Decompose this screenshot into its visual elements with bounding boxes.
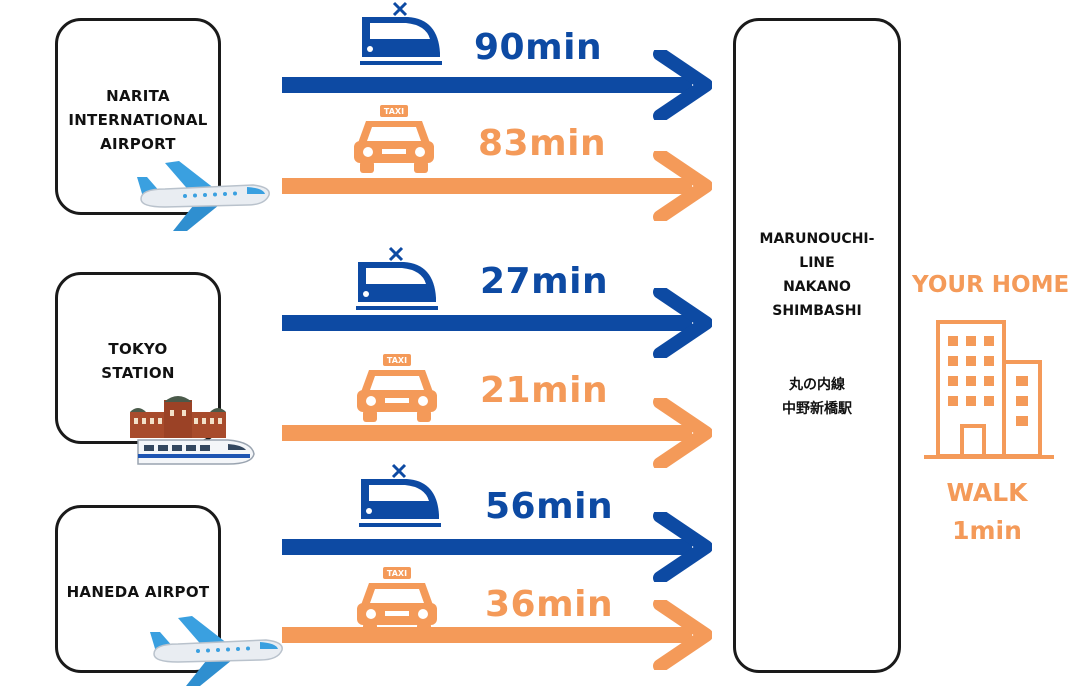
arrow-taxi-tokyo xyxy=(282,398,712,468)
destination-line-1: MARUNOUCHI- xyxy=(759,231,875,247)
destination-line-3: NAKANO xyxy=(783,279,851,295)
destination-jp-line-2: 中野新橋駅 xyxy=(782,401,852,417)
arrow-train-narita xyxy=(282,50,712,120)
origin-narita-label-1: NARITA xyxy=(106,87,170,105)
route-time: 56min xyxy=(485,486,614,527)
airplane-icon xyxy=(150,616,283,686)
walk-label: WALK xyxy=(946,478,1028,507)
arrow-train-tokyo xyxy=(282,288,712,358)
taxi-sign-label: TAXI xyxy=(384,107,404,116)
route-time: 21min xyxy=(480,370,609,411)
train-icon xyxy=(359,463,441,527)
destination-station-box: MARUNOUCHI- LINE NAKANO SHIMBASHI 丸の内線 中… xyxy=(733,18,901,673)
route-time: 36min xyxy=(485,584,614,625)
origin-tokyo-label-2: STATION xyxy=(101,364,175,382)
origin-haneda-box: HANEDA AIRPOT xyxy=(55,505,221,673)
origin-narita-label-2: INTERNATIONAL xyxy=(68,111,208,129)
arrow-taxi-narita xyxy=(282,151,712,221)
taxi-sign-label: TAXI xyxy=(387,569,407,578)
walk-time: 1min xyxy=(952,516,1022,545)
origin-narita-label-3: AIRPORT xyxy=(100,135,176,153)
origin-haneda-label-1: HANEDA AIRPOT xyxy=(66,583,210,601)
train-icon xyxy=(356,246,438,310)
taxi-icon: TAXI xyxy=(354,105,434,173)
origin-narita-box: NARITA INTERNATIONAL AIRPORT xyxy=(55,18,221,215)
taxi-icon: TAXI xyxy=(357,354,437,422)
origin-tokyo-label-1: TOKYO xyxy=(108,340,168,358)
route-time: 83min xyxy=(478,123,607,164)
tokyo-station-bullet-train-icon xyxy=(130,396,255,465)
arrow-train-haneda xyxy=(282,512,712,582)
taxi-sign-label: TAXI xyxy=(387,356,407,365)
apartment-building-icon xyxy=(924,320,1054,459)
train-icon xyxy=(360,1,442,65)
airplane-icon xyxy=(137,161,270,231)
home-title: YOUR HOME xyxy=(912,272,1070,298)
destination-line-4: SHIMBASHI xyxy=(772,303,862,319)
route-time: 90min xyxy=(474,27,603,68)
route-time: 27min xyxy=(480,261,609,302)
destination-line-2: LINE xyxy=(799,255,835,271)
destination-jp-line-1: 丸の内線 xyxy=(789,377,845,393)
arrow-taxi-haneda xyxy=(282,600,712,670)
